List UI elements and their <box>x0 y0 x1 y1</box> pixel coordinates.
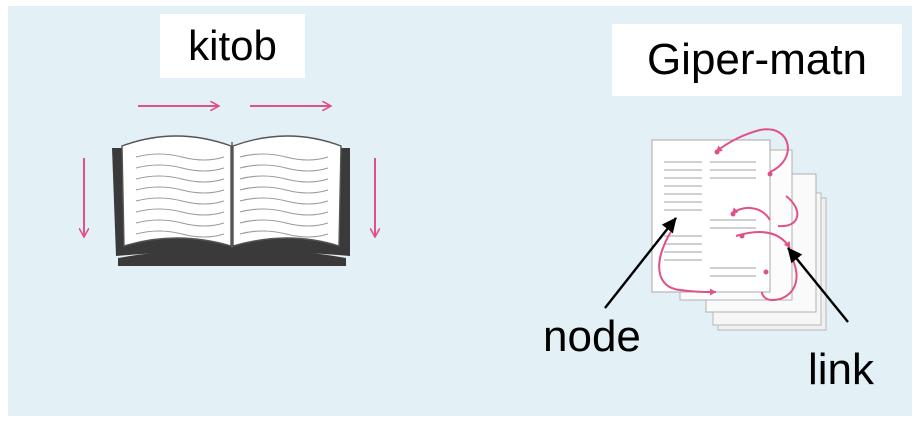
node-pointer-arrow <box>604 217 677 309</box>
link-label: link <box>808 345 875 394</box>
open-book-icon <box>112 135 350 266</box>
book-title: kitob <box>160 14 305 78</box>
link-pointer-arrow <box>787 247 849 323</box>
hypertext-title: Giper-matn <box>612 24 902 96</box>
linked-pages-icon <box>651 128 827 331</box>
node-label: node <box>543 312 641 361</box>
